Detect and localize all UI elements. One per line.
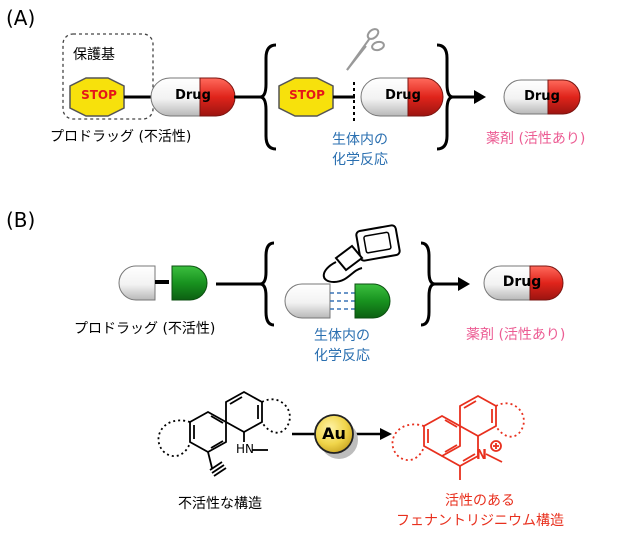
nh-label: HN [236, 442, 254, 456]
protecting-group-box [62, 33, 154, 120]
left-bracket-b [259, 241, 275, 327]
product-arrow-a [451, 90, 486, 104]
reactant-structure [157, 390, 291, 477]
left-bracket-a [259, 43, 277, 151]
drug-pill-a-product [503, 79, 581, 115]
stop-sign-a-reaction [278, 77, 334, 117]
catalyst-label: Au [322, 424, 346, 443]
cleaving-pill-b [284, 283, 391, 319]
active-structure-caption-line1: 活性のある [445, 493, 515, 509]
scissors-icon [346, 28, 385, 71]
prodrug-b-pill [118, 265, 208, 301]
catalyst-device-icon [322, 224, 401, 284]
drug-label-a-reaction: Drug [385, 88, 421, 103]
product-caption-a: 薬剤 (活性あり) [486, 131, 586, 147]
panel-b-label: (B) [6, 208, 36, 232]
stop-label-a: STOP [81, 88, 117, 102]
drug-label-a-product: Drug [524, 89, 560, 104]
product-arrow-b [433, 277, 470, 291]
nplus-label: N [476, 448, 487, 463]
drug-pill-a [150, 77, 236, 117]
reaction-caption-b-line2: 化学反応 [314, 348, 370, 364]
drug-label-b-product: Drug [502, 274, 542, 290]
panel-a-label: (A) [6, 6, 36, 30]
reaction-caption-b-line1: 生体内の [314, 328, 370, 344]
product-structure [391, 394, 525, 480]
drug-label-a: Drug [175, 88, 211, 103]
product-caption-b: 薬剤 (活性あり) [466, 327, 566, 343]
right-bracket-b [420, 241, 436, 327]
prodrug-caption-b: プロドラッグ (不活性) [74, 321, 216, 337]
active-structure-caption-line2: フェナントリジニウム構造 [396, 513, 564, 529]
drug-pill-b-product [483, 265, 564, 301]
gold-catalyst-icon [314, 414, 358, 459]
stop-label-a-reaction: STOP [289, 88, 325, 102]
inactive-structure-caption: 不活性な構造 [178, 496, 262, 512]
reaction-caption-a-line1: 生体内の [332, 132, 388, 148]
protecting-group-label: 保護基 [73, 47, 115, 63]
stop-sign-a [69, 77, 125, 117]
drug-pill-a-reaction [360, 77, 444, 117]
reaction-caption-a-line2: 化学反応 [332, 152, 388, 168]
prodrug-caption-a: プロドラッグ (不活性) [50, 129, 192, 145]
